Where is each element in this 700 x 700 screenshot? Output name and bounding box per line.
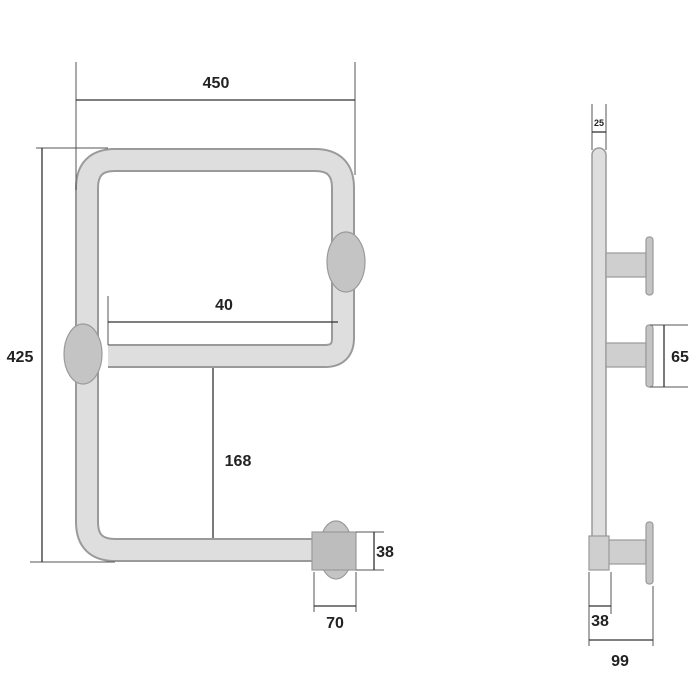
dimension-outlet-height: 38 [356,531,394,571]
side-tube [591,147,607,565]
dimension-side-total-depth-label: 99 [611,653,629,670]
dimension-overall-width-label: 450 [203,75,230,92]
dimension-gap-height: 168 [212,368,252,538]
dimension-outlet-height-label: 38 [376,544,394,561]
dimension-side-bracket-depth-label: 65 [671,349,689,366]
dimension-side-bracket-depth: 65 [650,324,689,388]
dimension-side-tube-diameter: 25 [591,104,607,150]
dimension-top-bar-label: 40 [215,297,233,314]
upper-rail [75,148,355,520]
side-bracket-upper [605,236,654,296]
wall-bracket-left [63,323,103,385]
outlet-fitting [311,520,357,580]
dimension-outlet-width-label: 70 [326,615,344,632]
dimension-side-total-depth: 99 [588,586,654,670]
dimension-top-bar: 40 [107,296,338,345]
dimension-side-outlet-width: 38 [588,572,612,630]
dimension-outlet-width: 70 [313,572,357,632]
front-view: 450 425 40 168 38 [7,62,394,632]
dimension-side-outlet-width-label: 38 [591,613,609,630]
dimension-overall-width: 450 [75,62,356,190]
dimension-overall-height: 425 [7,147,115,563]
wall-bracket-right [326,231,366,293]
side-view: 25 65 38 99 [588,104,689,670]
dimension-overall-height-label: 425 [7,349,34,366]
side-bracket-middle [605,324,654,388]
dimension-side-tube-diameter-label: 25 [594,118,604,128]
lower-rail [75,350,330,562]
side-bracket-lower [605,521,654,585]
side-outlet [588,535,610,571]
dimension-gap-height-label: 168 [225,453,252,470]
